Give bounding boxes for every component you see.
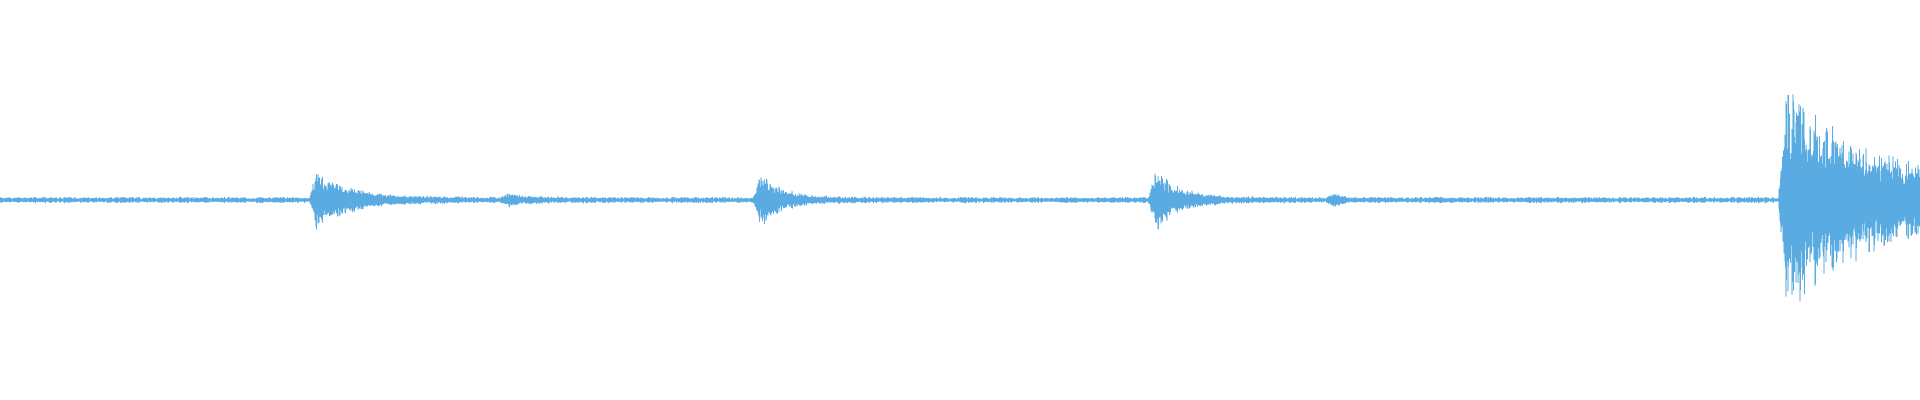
waveform-trace (0, 94, 1920, 302)
